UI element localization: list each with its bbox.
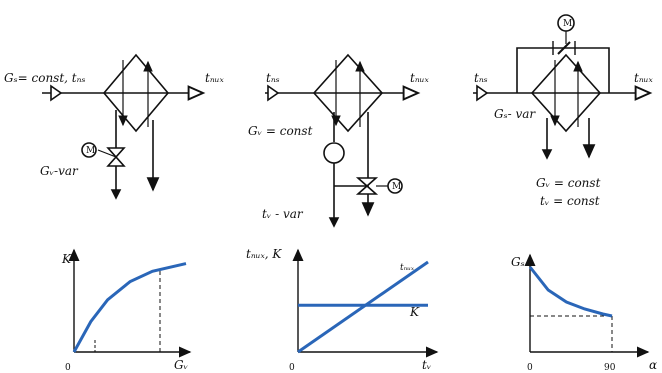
chart1-xlabel: Gᵥ <box>174 358 188 372</box>
diagram3-gs-label: Gₛ- var <box>494 107 536 121</box>
diagram3-out-label: tₙᵤₓ <box>634 71 653 85</box>
diagram3-tw-const: tᵥ = const <box>540 194 600 208</box>
diagram2-in-label: tₙₛ <box>266 71 280 85</box>
three-way-valve-icon <box>355 177 379 195</box>
diagram1-gw-label: Gᵥ-var <box>40 164 79 178</box>
diagram1-gs-label: Gₛ= const, tₙₛ <box>4 71 86 85</box>
heat-exchanger-diagram-2 <box>265 53 421 228</box>
bypass-damper-icon <box>557 41 571 55</box>
chart-3: Gₛ α 0 90 <box>511 253 657 373</box>
heat-exchanger-diagram-1 <box>42 53 206 200</box>
chart2-series-label-tnux: tₙᵤₓ <box>400 263 415 273</box>
heat-exchanger-diagram-3 <box>473 14 653 160</box>
chart3-xlabel: α <box>649 358 657 372</box>
chart1-origin: 0 <box>65 363 71 373</box>
diagram2-motor-label: M <box>392 182 401 192</box>
chart3-ylabel: Gₛ <box>511 255 525 269</box>
diagram2-gw-label: Gᵥ = const <box>248 124 313 138</box>
diagram3-in-label: tₙₛ <box>474 71 488 85</box>
series-line <box>72 262 187 353</box>
series-line <box>528 266 613 318</box>
diagram2-tw-label: tᵥ - var <box>262 207 304 221</box>
chart1-ylabel: K <box>61 252 72 266</box>
diagram3-motor-label: M <box>563 19 572 29</box>
motor-icon <box>81 142 97 158</box>
chart2-xlabel: tᵥ <box>422 358 431 372</box>
motor-icon <box>557 14 575 32</box>
chart2-origin: 0 <box>289 363 295 373</box>
motor-icon <box>387 178 403 194</box>
series-line-tnux <box>297 260 429 354</box>
chart2-series-label-k: K <box>409 305 420 319</box>
inlet-arrow-icon <box>267 84 280 102</box>
diagram1-out-label: tₙᵤₓ <box>205 71 224 85</box>
chart3-tick-0: 0 <box>527 363 533 373</box>
chart2-ylabel: tₙᵤₓ, K <box>246 247 282 261</box>
diagram2-out-label: tₙᵤₓ <box>410 71 429 85</box>
inlet-arrow-icon <box>476 84 489 102</box>
inlet-arrow-icon <box>50 84 63 102</box>
diagram1-motor-label: M <box>86 146 95 156</box>
chart-2: tₙᵤₓ, K tᵥ tₙᵤₓ K 0 <box>246 247 439 373</box>
chart-1: K Gᵥ 0 <box>61 248 192 373</box>
chart3-tick-90: 90 <box>604 363 616 373</box>
diagram3-gw-const: Gᵥ = const <box>536 176 601 190</box>
pump-icon <box>323 142 345 164</box>
